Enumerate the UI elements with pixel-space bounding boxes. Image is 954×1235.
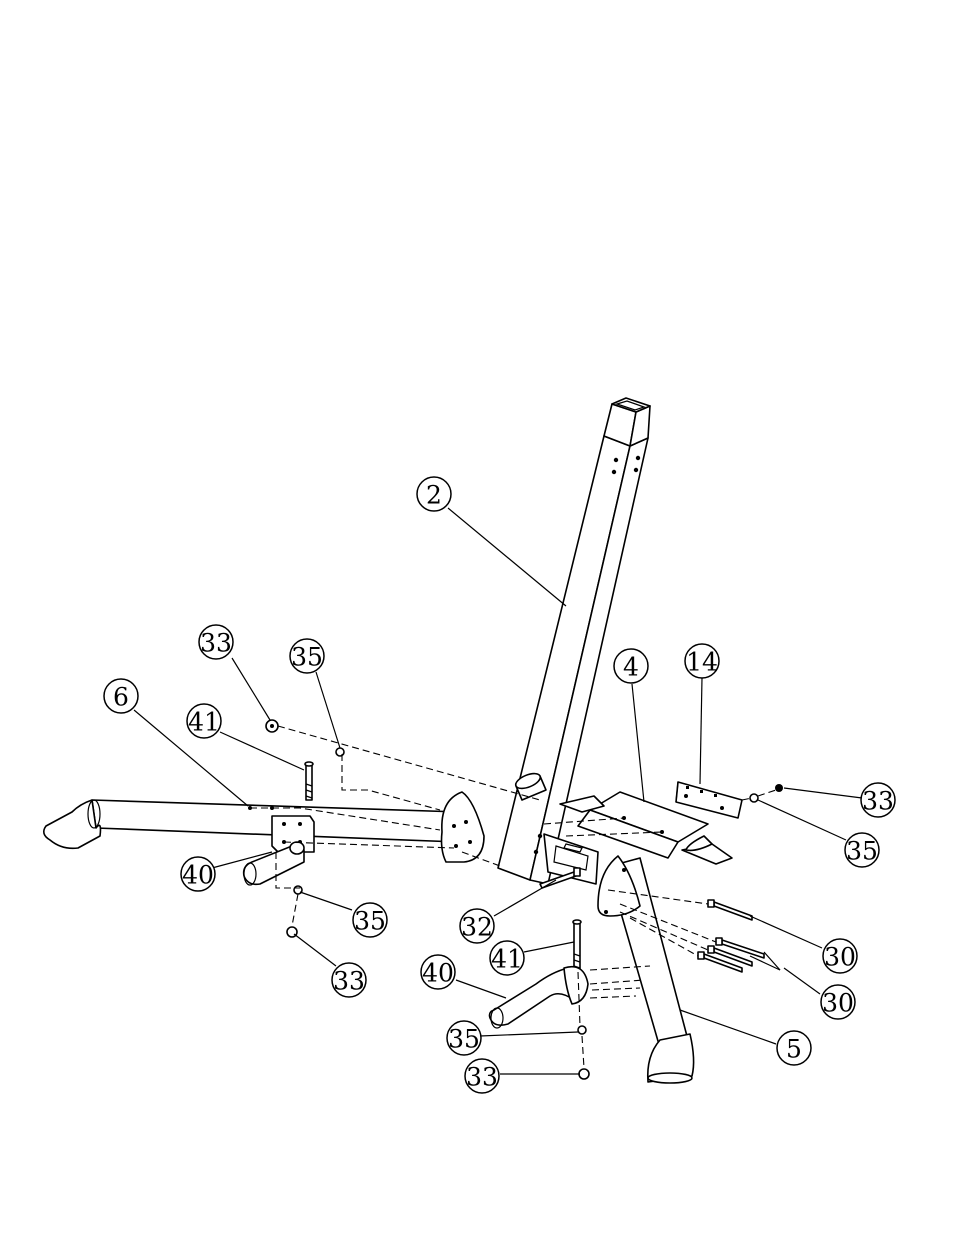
callout-part-40-right: 40	[421, 955, 455, 989]
long-bolts	[698, 900, 764, 972]
callout-part-14-text: 14	[686, 648, 718, 677]
callout-part-2-text: 2	[426, 481, 442, 510]
callout-part-4: 4	[614, 649, 648, 683]
callout-part-33-right-lower: 33	[465, 1059, 499, 1093]
callout-part-35-right: 35	[845, 833, 879, 867]
callout-part-35-left-lower: 35	[353, 903, 387, 937]
callout-part-35-top-left: 35	[290, 639, 324, 673]
right-pin	[573, 920, 581, 972]
callout-part-4-text: 4	[623, 653, 639, 682]
callout-part-33-text: 33	[862, 787, 894, 816]
callout-part-5: 5	[777, 1031, 811, 1065]
callout-part-33-text: 33	[333, 967, 365, 996]
leader-lines	[134, 508, 862, 1074]
right-lower-washer	[578, 1026, 586, 1034]
callout-part-32: 32	[460, 909, 494, 943]
callout-part-33-text: 33	[466, 1063, 498, 1092]
callout-part-5-text: 5	[786, 1035, 802, 1064]
callout-part-35-text: 35	[354, 907, 386, 936]
callout-part-41-text: 41	[188, 708, 220, 737]
callout-part-33-text: 33	[200, 629, 232, 658]
callout-part-30-upper: 30	[823, 939, 857, 973]
right-lower-nut	[579, 1069, 589, 1079]
left-pin	[305, 762, 313, 800]
callout-part-6: 6	[104, 679, 138, 713]
callout-part-35-text: 35	[448, 1025, 480, 1054]
callout-part-6-text: 6	[113, 683, 129, 712]
callout-part-30-lower: 30	[821, 985, 855, 1019]
callout-part-2: 2	[417, 477, 451, 511]
callout-part-32-text: 32	[461, 913, 493, 942]
callout-part-35-right-lower: 35	[447, 1021, 481, 1055]
callout-part-41-text: 41	[491, 945, 523, 974]
front-base-tube	[598, 856, 694, 1083]
callout-part-33-top-left: 33	[199, 625, 233, 659]
callout-part-35-text: 35	[846, 837, 878, 866]
upper-left-washer	[336, 748, 344, 756]
callout-part-14: 14	[685, 644, 719, 678]
callout-part-35-text: 35	[291, 643, 323, 672]
callout-part-41-right: 41	[490, 941, 524, 975]
callout-part-40-text: 40	[182, 861, 214, 890]
callout-part-30-text: 30	[822, 989, 854, 1018]
callout-part-33-left-lower: 33	[332, 963, 366, 997]
bracket-plate	[676, 782, 742, 818]
callout-part-40-left: 40	[181, 857, 215, 891]
callout-part-41-left: 41	[187, 704, 221, 738]
callout-part-40-text: 40	[422, 959, 454, 988]
right-washer	[750, 794, 758, 802]
callout-part-30-text: 30	[824, 943, 856, 972]
callout-part-33-right: 33	[861, 783, 895, 817]
